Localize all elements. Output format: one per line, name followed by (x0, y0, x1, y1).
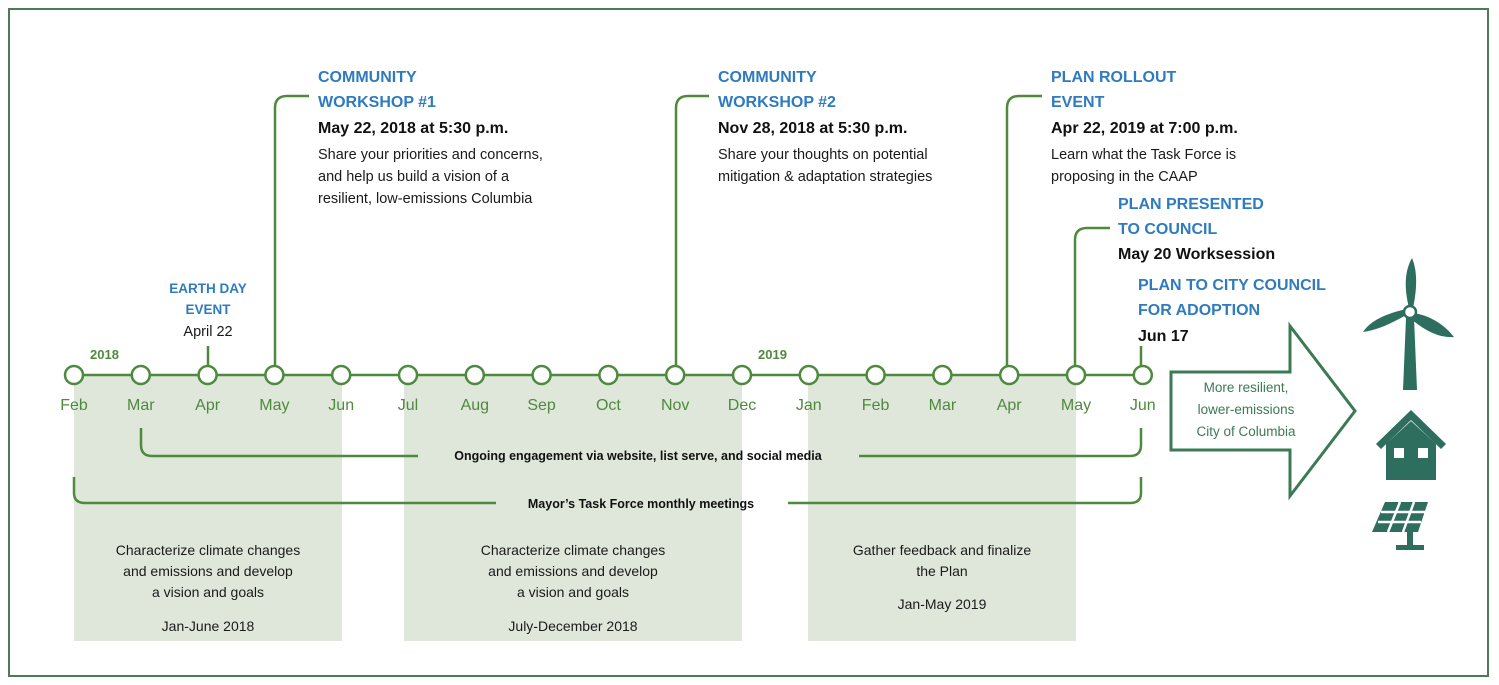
month-node (731, 364, 753, 386)
rollout-connector (1005, 94, 1042, 366)
adoption-date: Jun 17 (1138, 328, 1189, 345)
engagement-bracket-left (139, 428, 418, 458)
month-label: Nov (661, 397, 689, 414)
workshop1-title-line1: COMMUNITY (318, 69, 417, 86)
adoption-title-line1: PLAN TO CITY COUNCIL (1138, 277, 1326, 294)
month-label: Jul (398, 397, 418, 414)
month-label: May (259, 397, 289, 414)
month-node (531, 364, 552, 386)
rollout-desc-line1: Learn what the Task Force is (1051, 147, 1236, 163)
phase3-period: Jan-May 2019 (898, 596, 987, 612)
workshop2-desc-line2: mitigation & adaptation strategies (718, 169, 932, 185)
month-label: Sep (527, 397, 556, 414)
month-label: Feb (862, 397, 890, 414)
workshop1-date: May 22, 2018 at 5:30 p.m. (318, 120, 508, 137)
phase1-line1: Characterize climate changes (116, 542, 300, 558)
engagement-label: Ongoing engagement via website, list ser… (454, 449, 823, 463)
earthday-title-line2: EVENT (185, 302, 231, 317)
workshop2-connector (674, 94, 709, 366)
month-node (664, 364, 686, 386)
month-node (130, 364, 152, 386)
month-node (932, 364, 953, 386)
month-label: Dec (728, 397, 756, 414)
phase2-line3: a vision and goals (517, 584, 629, 600)
solar-panel-icon (1372, 501, 1428, 550)
month-label: Apr (997, 397, 1023, 414)
phase1-line2: and emissions and develop (123, 563, 293, 579)
house-icon (1376, 410, 1446, 480)
taskforce-bracket-left (72, 477, 496, 505)
rollout-title-line2: EVENT (1051, 94, 1105, 111)
taskforce-label: Mayor’s Task Force monthly meetings (528, 497, 754, 511)
phase1-line3: a vision and goals (152, 584, 264, 600)
workshop2-title-line1: COMMUNITY (718, 69, 817, 86)
workshop2-desc-line1: Share your thoughts on potential (718, 147, 928, 163)
phase3-line2: the Plan (916, 563, 967, 579)
month-node (397, 364, 419, 386)
month-nodes (63, 364, 1154, 386)
taskforce-bracket-right (788, 477, 1143, 505)
month-label: Mar (929, 397, 957, 414)
rollout-title-line1: PLAN ROLLOUT (1051, 69, 1177, 86)
workshop1-connector (273, 94, 309, 366)
phase1-period: Jan-June 2018 (162, 618, 255, 634)
month-node (197, 364, 218, 386)
month-label: Oct (596, 397, 621, 414)
month-node (1065, 364, 1087, 386)
presented-date: May 20 Worksession (1118, 246, 1275, 263)
outcome-line1: More resilient, (1204, 380, 1289, 395)
earthday-date: April 22 (183, 324, 232, 340)
month-node (63, 364, 85, 386)
workshop2-title-line2: WORKSHOP #2 (718, 94, 836, 111)
month-node (998, 364, 1020, 386)
earthday-title-line1: EARTH DAY (169, 281, 247, 296)
wind-turbine-icon (1363, 258, 1454, 390)
month-node (865, 364, 886, 386)
month-label: Mar (127, 397, 155, 414)
phase2-line1: Characterize climate changes (481, 542, 665, 558)
month-label: Aug (461, 397, 489, 414)
outcome-line3: City of Columbia (1196, 424, 1296, 439)
outcome-arrow (1169, 321, 1357, 501)
rollout-date: Apr 22, 2019 at 7:00 p.m. (1051, 120, 1238, 137)
month-label: Feb (60, 397, 88, 414)
month-node (264, 364, 285, 386)
month-label: Apr (195, 397, 221, 414)
presented-title-line1: PLAN PRESENTED (1118, 196, 1264, 213)
month-labels: Feb Mar Apr May Jun Jul Aug Sep Oct Nov Dec Jan Feb M… (60, 397, 1155, 414)
phase3-line1: Gather feedback and finalize (853, 542, 1031, 558)
workshop1-desc-line3: resilient, low-emissions Columbia (318, 191, 533, 207)
phase-box-1 (74, 375, 342, 641)
phase-box-3 (808, 375, 1076, 641)
month-node (330, 364, 352, 386)
outcome-line2: lower-emissions (1198, 402, 1295, 417)
month-label: May (1061, 397, 1091, 414)
workshop2-date: Nov 28, 2018 at 5:30 p.m. (718, 120, 907, 137)
engagement-bracket-right (859, 428, 1143, 458)
phase2-line2: and emissions and develop (488, 563, 658, 579)
rollout-desc-line2: proposing in the CAAP (1051, 169, 1198, 185)
workshop1-title-line2: WORKSHOP #1 (318, 94, 436, 111)
adoption-title-line2: FOR ADOPTION (1138, 302, 1260, 319)
month-label: Jan (796, 397, 822, 414)
year-label-2018: 2018 (90, 347, 119, 362)
year-label-2019: 2019 (758, 347, 787, 362)
phase2-period: July-December 2018 (508, 618, 637, 634)
workshop1-desc-line2: and help us build a vision of a (318, 169, 510, 185)
month-node (464, 364, 486, 386)
month-node (1132, 364, 1154, 386)
presented-title-line2: TO COUNCIL (1118, 221, 1217, 238)
month-node (798, 364, 820, 386)
workshop1-desc-line1: Share your priorities and concerns, (318, 147, 543, 163)
month-label: Jun (328, 397, 354, 414)
presented-connector (1073, 226, 1110, 366)
month-label: Jun (1130, 397, 1156, 414)
month-node (598, 364, 619, 386)
phase-box-2 (404, 375, 742, 641)
